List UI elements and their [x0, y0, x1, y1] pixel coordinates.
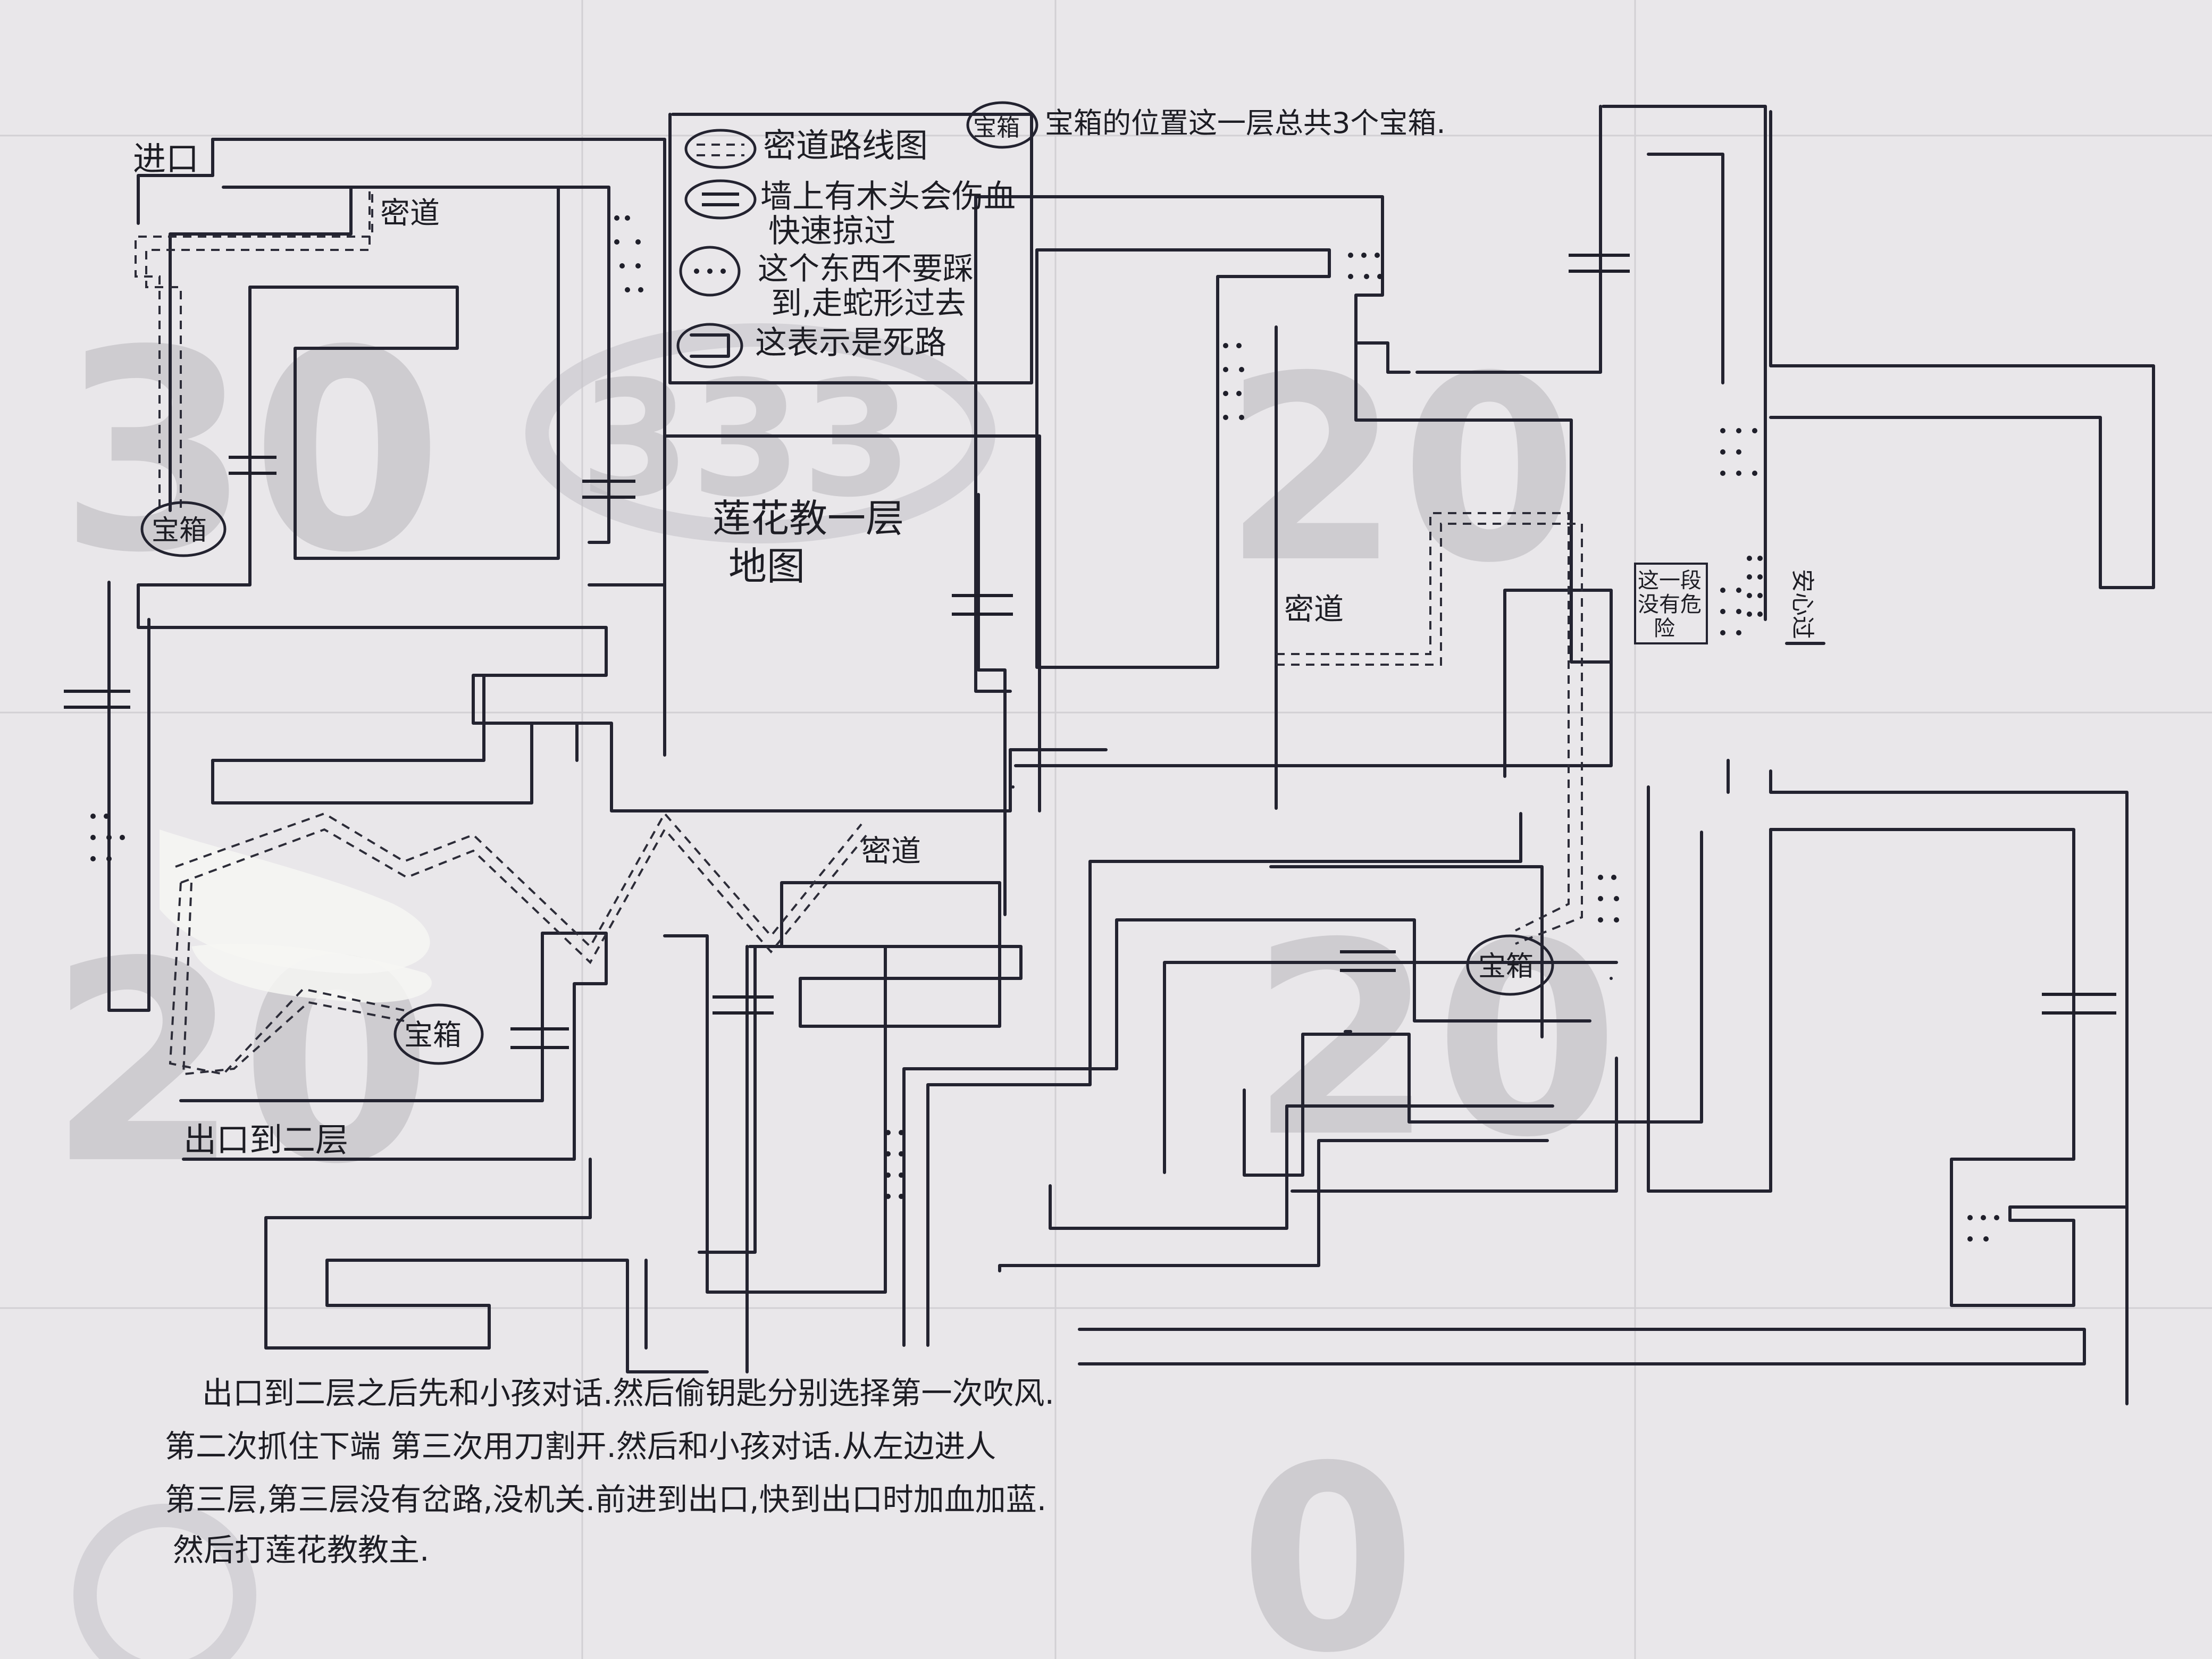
chest-label: 宝箱: [404, 1018, 462, 1052]
floor-traps: [90, 215, 1999, 1242]
secret-paths: [135, 191, 1583, 1076]
instruction-line: 然后打莲花教教主.: [173, 1532, 429, 1568]
legend-secret-path-symbol: [684, 129, 757, 169]
chest-label: 宝箱: [152, 515, 207, 547]
chest-label: 宝箱: [1478, 951, 1534, 983]
chest-note-text: 宝箱的位置这一层总共3个宝箱.: [1045, 106, 1446, 140]
map-title: 莲花教一层: [713, 496, 904, 541]
legend-dead-end-symbol: [676, 323, 743, 368]
maze-walls: [107, 138, 1618, 1373]
treasure-chest: 宝箱: [393, 1003, 484, 1065]
wood-traps: [64, 254, 2116, 1049]
legend-floor-trap-text: 这个东西不要踩: [758, 250, 974, 287]
watermark-number: 0: [1239, 1412, 1417, 1659]
safe-pass-text: 安心过: [1789, 569, 1816, 639]
entrance-label: 进口: [133, 139, 199, 178]
danger-zone-text: 险: [1654, 616, 1675, 641]
exit-label: 出口到二层: [183, 1120, 348, 1159]
watermark-number: 20: [1250, 886, 1620, 1195]
chest-note: 宝箱 宝箱的位置这一层总共3个宝箱.: [966, 101, 1446, 149]
danger-zone-text: 这一段: [1638, 568, 1702, 593]
legend-floor-trap-symbol: [679, 246, 741, 297]
danger-zone-text: 没有危: [1638, 592, 1702, 617]
danger-zone-note: 这一段 没有危 险: [1634, 563, 1708, 644]
secret-path-label: 密道: [380, 196, 440, 231]
legend-wood-trap-text: 快速掠过: [768, 213, 896, 250]
legend-wood-trap-symbol: [684, 179, 757, 220]
chest-note-badge: 宝箱: [973, 114, 1020, 141]
legend-floor-trap-text: 到,走蛇形过去: [771, 285, 966, 321]
instructions: 出口到二层之后先和小孩对话.然后偷钥匙分别选择第一次吹风. 第二次抓住下端 第三…: [165, 1375, 1054, 1568]
legend-wood-trap-text: 墙上有木头会伤血: [760, 178, 1016, 215]
legend-dead-end-text: 这表示是死路: [755, 324, 946, 362]
secret-path-label: 密道: [861, 834, 921, 869]
secret-path-label: 密道: [1284, 592, 1344, 627]
map-subtitle: 地图: [728, 544, 805, 589]
instruction-line: 第三层,第三层没有岔路,没机关.前进到出口,快到出口时加血加蓝.: [165, 1481, 1046, 1518]
legend: 密道路线图 墙上有木头会伤血 快速掠过 这个东西不要踩 到,走蛇形过去 这表示是…: [668, 113, 1033, 384]
watermark-number: 333: [580, 347, 912, 532]
safe-pass-note: 安心过: [1785, 569, 1825, 645]
instruction-line: 出口到二层之后先和小孩对话.然后偷钥匙分别选择第一次吹风.: [202, 1375, 1054, 1411]
treasure-chest: 宝箱: [1466, 934, 1554, 996]
instruction-line: 第二次抓住下端 第三次用刀割开.然后和小孩对话.从左边进人: [165, 1428, 996, 1464]
legend-secret-path-text: 密道路线图: [763, 126, 928, 165]
treasure-chest: 宝箱: [140, 501, 227, 557]
